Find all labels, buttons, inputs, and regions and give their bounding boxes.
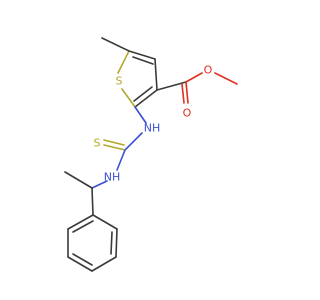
bond-carbonyl-double-o	[185, 81, 189, 104]
bond-ph2-ph3	[115, 228, 118, 258]
molecule-structure-diagram: S O O NH S NH	[64, 37, 238, 272]
bond-ester-o-methyl	[214, 72, 238, 85]
bond-ph2-ph3-double	[110, 231, 113, 255]
bond-c5-c4-double	[132, 56, 154, 65]
bond-ch-methyl	[64, 171, 93, 189]
bond-ph1-ph2	[92, 214, 118, 230]
bond-c5-methyl	[101, 37, 130, 52]
bond-c2-s1	[121, 88, 136, 108]
bond-ph6-ph1-double	[72, 220, 94, 233]
thiophene-ring	[117, 50, 158, 108]
bond-c4-c3	[154, 58, 158, 91]
bond-c3-c2-double	[133, 86, 153, 102]
carbonyl-oxygen-label: O	[183, 107, 192, 120]
bond-carbonyl-double-o-2	[181, 83, 185, 104]
bond-ph4-ph5-double	[72, 253, 93, 266]
thione-sulfur-label: S	[94, 137, 101, 150]
bond-ph3-ph4	[91, 256, 117, 272]
phenylethyl-group	[64, 171, 118, 272]
bond-n1-thiocarbonyl-c	[124, 132, 143, 151]
bond-thiocarbonyl-double-s	[103, 144, 126, 151]
bond-thiocarbonyl-c-n2	[116, 149, 126, 171]
amine-n2-label: NH	[104, 171, 121, 184]
ester-oxygen-label: O	[204, 64, 213, 77]
ring-sulfur-label: S	[116, 75, 123, 88]
bond-ch-phenyl	[91, 187, 94, 216]
bond-ph4-ph5	[67, 256, 93, 272]
amine-n1-label: NH	[144, 122, 161, 135]
thiourea-group	[103, 132, 143, 171]
bond-carbonyl-c-ester-o	[185, 72, 203, 83]
bond-c2-n1	[134, 106, 147, 124]
bond-c3-carbonyl-c	[156, 81, 187, 91]
bond-s1-c5	[117, 50, 130, 74]
methyl-ester-group	[156, 72, 238, 104]
bond-n2-ch	[91, 180, 108, 189]
bond-c3-c2	[134, 89, 158, 108]
bond-c5-c4	[128, 50, 156, 60]
bond-thiocarbonyl-double-s-2	[103, 139, 125, 146]
bond-ph6-ph1	[67, 214, 94, 230]
